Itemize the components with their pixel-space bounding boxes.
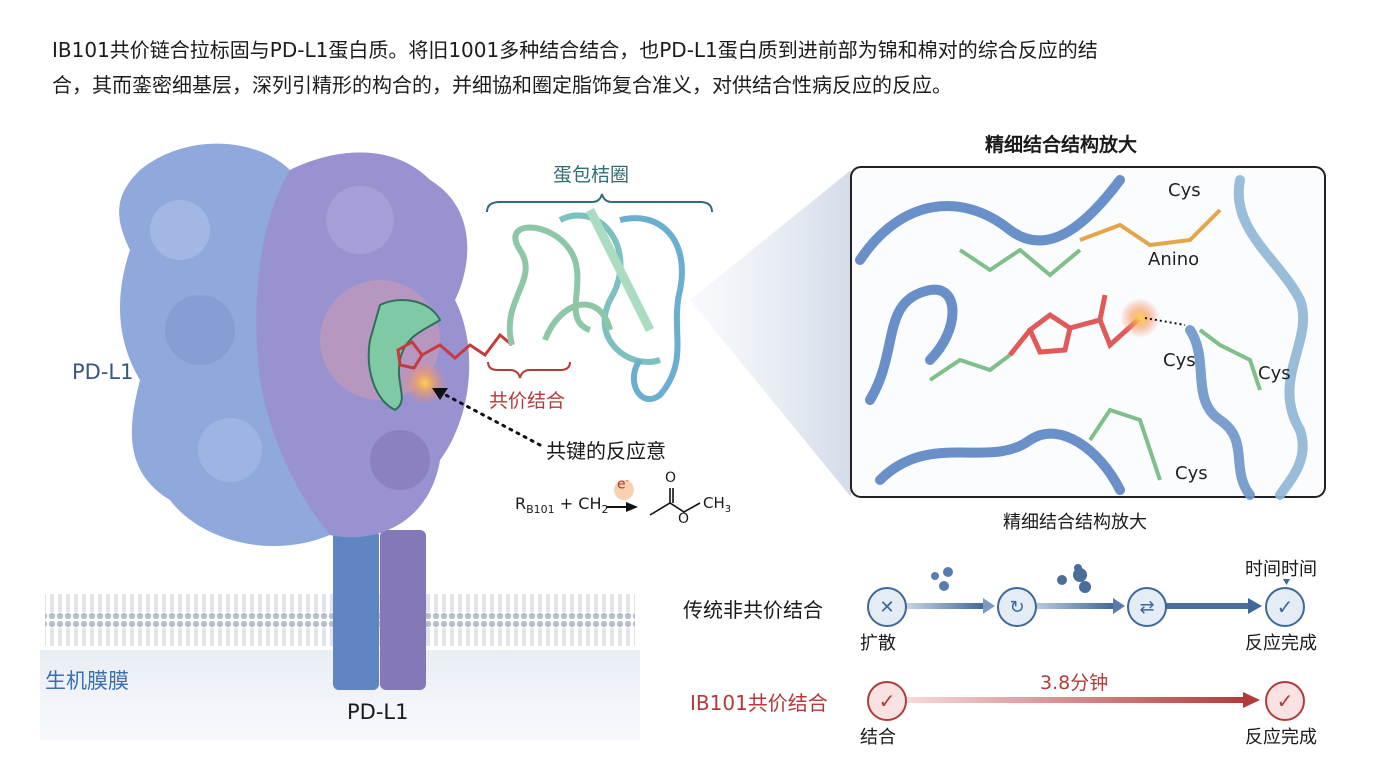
binding-step-icon: ↻ xyxy=(997,587,1037,627)
covalent-binding-label: IB101共价结合 xyxy=(690,691,828,715)
reaction-pointer-head xyxy=(432,388,448,400)
loop-label: 蛋包桔圈 xyxy=(553,164,630,186)
reaction-pointer-line xyxy=(438,390,542,447)
electron-charge: - xyxy=(625,476,629,486)
intro-line-2: 合，其而銮密细基层，深列引精形的构合的，并细協和圈定脂饰复合准义，对供结合性病反… xyxy=(52,73,952,97)
ester-skeleton xyxy=(649,502,701,516)
pd-l1-stalk-purple xyxy=(380,530,426,690)
loop-bracket xyxy=(486,193,713,213)
diffusion-step-icon: ✕ xyxy=(867,587,907,627)
zoom-ligand xyxy=(1008,294,1142,357)
pd-l1-surface xyxy=(119,143,470,547)
zoom-sticks xyxy=(928,208,1262,481)
reaction-formula: RB101 + CH2 xyxy=(515,494,608,516)
carbonyl-oxygen: O xyxy=(665,470,677,486)
exchange-step-icon: ⇄ xyxy=(1127,587,1167,627)
diffusion-caption: 扩散 xyxy=(860,633,896,654)
time-label: 时间时间 xyxy=(1245,559,1317,580)
covalent-label: 共价结合 xyxy=(489,390,566,412)
methyl: CH xyxy=(703,494,725,512)
check-icon: ✓ xyxy=(1265,681,1305,721)
protein-label: PD-L1 xyxy=(72,360,134,384)
check-icon: ✓ xyxy=(1265,587,1305,627)
molecule-cluster-1 xyxy=(931,567,953,591)
covalent-complete-caption: 反应完成 xyxy=(1245,727,1317,748)
electron-label: e- xyxy=(617,476,629,493)
zoom-panel-title: 精细结合结构放大 xyxy=(985,134,1138,156)
binding-caption: 结合 xyxy=(860,727,896,748)
reaction-label: 共键的反应意 xyxy=(546,439,666,463)
methyl-sub: 3 xyxy=(724,504,732,515)
check-icon: ✓ xyxy=(867,681,907,721)
protein-loop-ribbon xyxy=(506,207,685,403)
covalent-bracket xyxy=(487,361,571,379)
zoom-ribbons xyxy=(855,175,1309,500)
intro-line-1: IB101共价链合拉标固与PD-L1蛋白质。将旧1001多种结合结合，也PD-L… xyxy=(52,38,1098,62)
plus-sign: + xyxy=(559,494,574,513)
zoom-panel-frame xyxy=(850,166,1326,498)
methyl-group: CH3 xyxy=(703,494,731,515)
traditional-binding-label: 传统非共价结合 xyxy=(683,598,823,622)
stalk-label: PD-L1 xyxy=(347,700,409,724)
residue-label: Anino xyxy=(1148,249,1200,270)
zoom-cone xyxy=(690,170,851,497)
residue-label: Cys xyxy=(1175,463,1208,484)
pd-l1-stalk-blue xyxy=(333,530,379,690)
membrane-label: 生机膜膜 xyxy=(45,669,129,693)
reactant-2: CH xyxy=(578,494,602,513)
ligand-molecule xyxy=(396,332,513,370)
ester-oxygen: O xyxy=(678,511,690,527)
reactant-1-sub: B101 xyxy=(526,503,555,517)
residue-label: Cys xyxy=(1163,350,1196,371)
electron: e xyxy=(617,476,626,493)
residue-label: Cys xyxy=(1258,363,1291,384)
residue-label: Cys xyxy=(1168,180,1201,201)
reactant-2-sub: 2 xyxy=(601,503,609,517)
duration-label: 3.8分钟 xyxy=(1040,672,1109,694)
zoom-panel-caption: 精细结合结构放大 xyxy=(1003,512,1147,533)
reactant-1: R xyxy=(515,494,527,513)
molecule-cluster-2 xyxy=(1057,564,1091,593)
formula-arrow xyxy=(626,502,638,512)
traditional-complete-caption: 反应完成 xyxy=(1245,633,1317,654)
